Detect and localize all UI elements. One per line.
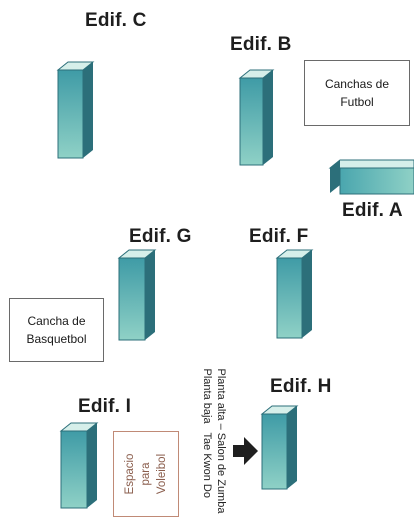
building-b-label: Edif. B <box>230 34 292 55</box>
building-g-label: Edif. G <box>129 226 192 247</box>
basquetbol-court-label-line2: Basquetbol <box>26 332 87 346</box>
building-h-floor-upper: Planta alta – Salon de Zumba <box>215 368 227 514</box>
futbol-field-label-line1: Canchas de <box>324 77 390 91</box>
futbol-field-label-line2: Futbol <box>340 95 374 109</box>
arrow-right-icon <box>233 437 258 465</box>
building-g-block <box>117 249 157 341</box>
voleibol-area-box: Espacio para Voleibol <box>113 431 179 517</box>
voleibol-area-label-line3: Voleibol <box>156 453 168 495</box>
building-h-label: Edif. H <box>270 376 332 397</box>
building-a-label: Edif. A <box>342 200 403 221</box>
building-f-block <box>275 249 314 339</box>
building-c-label: Edif. C <box>85 10 147 31</box>
building-i-label: Edif. I <box>78 396 132 417</box>
building-f-label: Edif. F <box>249 226 309 247</box>
building-c-block <box>56 61 95 159</box>
building-b-block <box>238 69 275 166</box>
futbol-field-box: Canchas de Futbol <box>304 60 410 126</box>
building-a-block <box>328 159 414 195</box>
basquetbol-court-label-line1: Cancha de <box>27 314 86 328</box>
building-h-floors-note: Planta alta – Salon de Zumba Planta baja… <box>200 369 228 514</box>
voleibol-area-label-line2: para <box>140 462 152 486</box>
basquetbol-court-box: Cancha de Basquetbol <box>9 298 104 362</box>
voleibol-area-label: Espacio para Voleibol <box>122 454 170 495</box>
building-h-floor-lower: Planta baja Tae Kwon Do <box>201 368 213 498</box>
building-h-block <box>260 405 299 490</box>
building-i-block <box>59 422 99 509</box>
voleibol-area-label-line1: Espacio <box>124 453 136 495</box>
